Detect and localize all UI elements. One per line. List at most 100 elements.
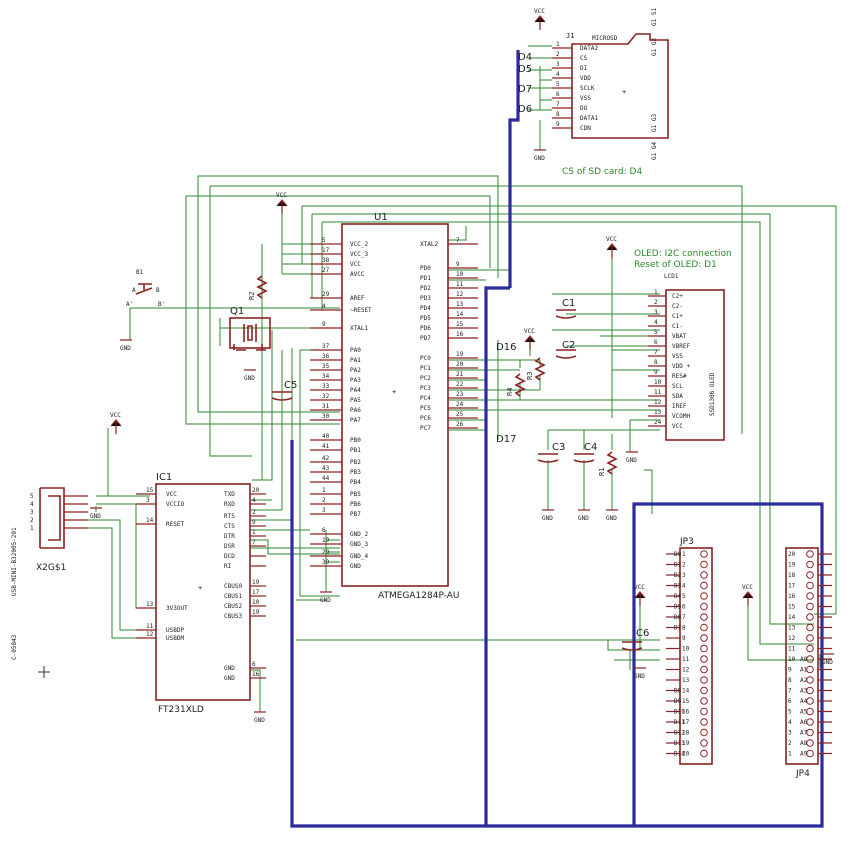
vcc-label: VCC [634,584,645,591]
jp4-pins-pin-label: A4 [800,698,808,705]
microsd-side-label-1: G1 S1 [651,8,658,26]
jp3-pins-pad [700,581,708,590]
ft231x-pin-name: VCCIO [166,501,184,508]
atmega-pin-number: 22 [456,381,464,388]
jp4-pins-pin-number: 17 [788,583,796,590]
jp3-pins-pad [700,686,708,695]
ground-label: GND [90,513,101,520]
ft231x-pin-number: 7 [252,539,256,546]
atmega-pin-name: PB3 [350,469,361,476]
oled-pin-number: 9 [654,369,658,376]
jp3-pins-pin-number: 10 [682,646,690,653]
vcc-label: VCC [606,236,617,243]
vcc-icon [742,591,754,606]
vcc-icon [276,199,288,214]
atmega-value-label: ATMEGA1284P-AU [378,591,459,601]
ft231x-pin-name: RESET [166,521,184,528]
atmega-pin-name: PD2 [420,285,431,292]
atmega-pin-name: PC2 [420,375,431,382]
crystal-q1 [229,317,271,349]
capacitor-c5 [271,391,293,401]
pushbutton-b1-label: B1 [136,269,144,276]
oled-pin-name: VSS [672,353,683,360]
jp4-pins-pin-number: 20 [788,551,796,558]
ft231x-pin-number: 15 [146,487,154,494]
net-wires [88,45,837,712]
atmega-pin-number: 36 [322,353,330,360]
jp4-pins-pin-label: A5 [800,709,808,716]
jp3-pins-pad [700,749,708,758]
atmega-pin-name: VCC_3 [350,251,368,258]
jp3-pins-pin-label: D4 [674,593,682,600]
microsd-refdes: J1 [566,32,574,40]
resistor-r2-label: R2 [248,292,256,300]
ft231x-value-label: FT231XLD [158,705,204,715]
atmega-right-pins: 7XTAL29PD010PD111PD212PD313PD414PD515PD6… [420,237,478,432]
jp4-pins-pin-label: A1 [800,667,808,674]
ground-label: GND [606,515,617,522]
ft231x-pin-name: CBUS2 [224,603,242,610]
atmega-pin-name: PD1 [420,275,431,282]
atmega-pin-number: 7 [456,237,460,244]
jp4-pins-pad [806,602,814,611]
capacitor-c3 [537,453,559,463]
microsd-pin-number: 2 [556,51,560,58]
atmega-pin-name: PC5 [420,405,431,412]
capacitor-c5-label: C5 [284,380,297,391]
vcc-icon [606,243,618,258]
atmega-pin-number: 29 [322,549,330,556]
microsd-pin-name: SCLK [580,85,595,92]
atmega-pin-number: 41 [322,443,330,450]
atmega-pin-number: 34 [322,373,330,380]
bus-lines [290,50,824,828]
atmega-pin-number: 9 [456,261,460,268]
jp3-pins-pin-label: D12 [674,730,685,737]
ft231x-pin-name: CBUS1 [224,593,242,600]
oled-pin-name: C2+ [672,293,683,300]
ft231x-pin-number: 4 [252,497,256,504]
ft231x-pin-name: DSR [224,543,235,550]
atmega-pin-name: PB6 [350,501,361,508]
ft231x-pin-number: 6 [252,661,256,668]
jp4-pins-pin-number: 8 [788,677,792,684]
jp3-pins-pin-number: 6 [682,604,686,611]
atmega-pin-number: 23 [456,391,464,398]
jp3-pins-pad [700,707,708,716]
atmega-pin-name: PC4 [420,395,431,402]
jp4-pins-pad [806,592,814,600]
jp3-pins-pad [700,634,708,642]
atmega-pin-number: 24 [456,401,464,408]
atmega-pin-number: 26 [456,421,464,428]
jp3-pins-pin-label: D6 [674,614,682,621]
jp3-pins-pin-label: D9 [674,698,682,705]
jp4-pins-pin-number: 7 [788,688,792,695]
oled-pin-number: 6 [654,339,658,346]
atmega-origin-mark: + [392,388,396,396]
microsd-side-label-3: G1 G3 [651,114,658,132]
oled-pin-number: 12 [654,399,662,406]
microsd-pin-number: 1 [556,41,560,48]
oled-pin-number: 11 [654,389,662,396]
jp3-pins-pin-number: 4 [682,583,686,590]
capacitor-c2-label: C2 [562,340,575,351]
capacitor-c4 [573,453,595,463]
jp4-pins-pad [806,613,814,621]
atmega-pin-number: 38 [322,257,330,264]
atmega-left-pins: 5VCC_217VCC_338VCC27AVCC29AREF4~RESET9XT… [310,237,372,570]
jp3-pins-pin-number: 15 [682,698,690,705]
atmega-pin-number: 14 [456,311,464,318]
microsd-pin-name: CS [580,55,588,62]
atmega-pin-number: 29 [322,291,330,298]
atmega-pin-name: ~RESET [350,307,372,314]
microsd-side-label-2: G1 G2 [651,38,658,56]
vcc-label: VCC [276,192,287,199]
resistor-r3-label: R3 [526,372,534,380]
resistor-r1-label: R1 [598,468,606,476]
jp4-pins-pad [806,749,814,758]
jp4-pins-pin-label: A7 [800,730,808,737]
note-oled-i2c: OLED: I2C connection [634,249,732,259]
microsd-pin-number: 3 [556,61,560,68]
